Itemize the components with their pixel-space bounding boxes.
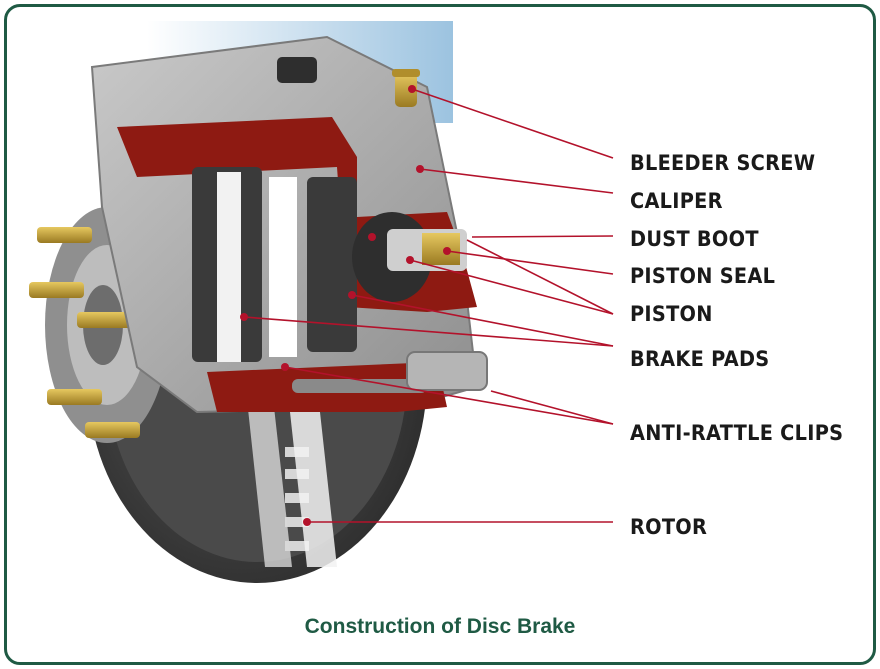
label-rotor: ROTOR [630,515,708,539]
label-piston: PISTON [630,302,713,326]
diagram-frame: BLEEDER SCREW CALIPER DUST BOOT PISTON S… [4,4,876,665]
leader-dots [240,85,451,526]
label-dust-boot: DUST BOOT [630,227,759,251]
caliper-body [90,35,488,414]
label-anti-rattle-clips: ANTI-RATTLE CLIPS [630,421,844,445]
label-brake-pads: BRAKE PADS [630,347,770,371]
label-caliper: CALIPER [630,189,723,213]
label-piston-seal: PISTON SEAL [630,264,776,288]
diagram-caption: Construction of Disc Brake [304,615,576,638]
disc-brake-illustration [29,21,614,583]
wheel-studs [29,227,140,438]
bleeder-screw [392,69,420,107]
label-bleeder-screw: BLEEDER SCREW [630,151,816,175]
leader-lines [243,88,614,523]
